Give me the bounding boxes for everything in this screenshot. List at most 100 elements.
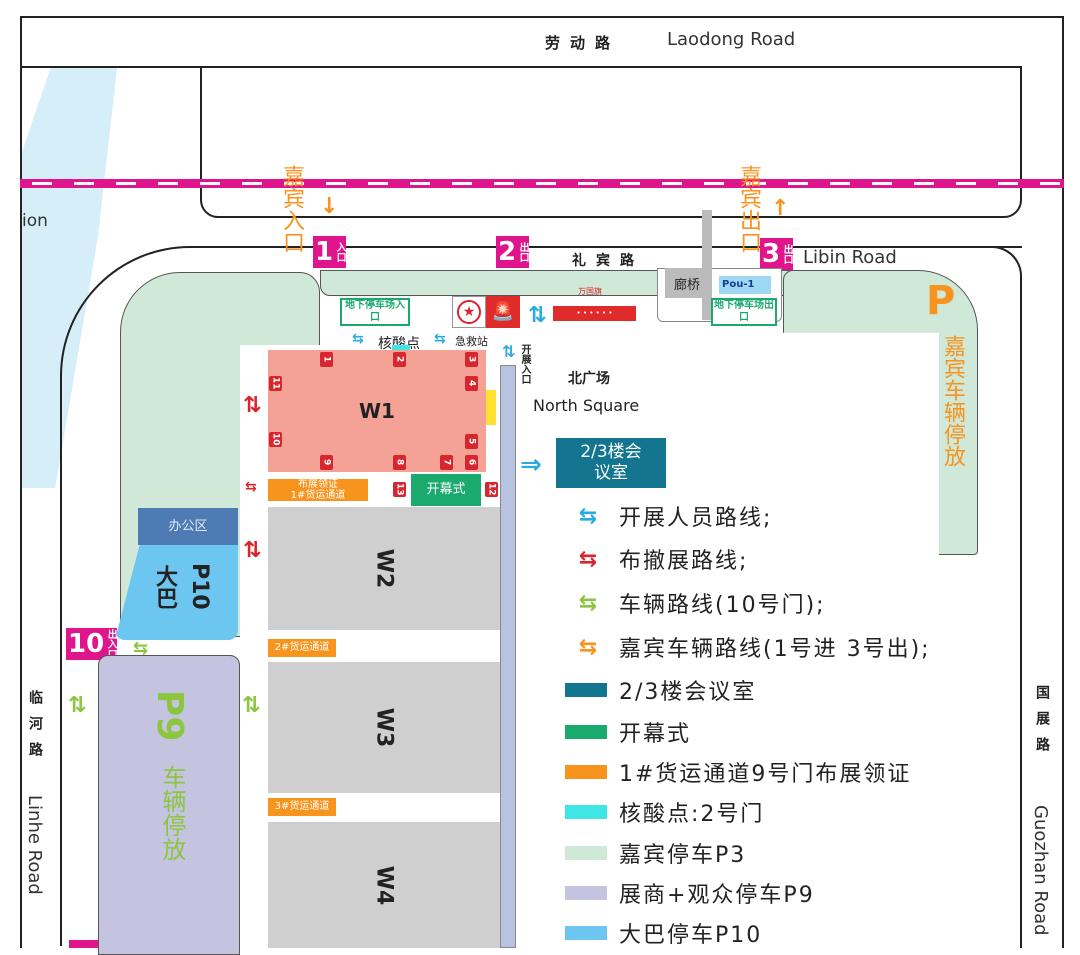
- door-2[interactable]: 2: [393, 352, 406, 367]
- road-name-libin-en: Libin Road: [803, 247, 897, 268]
- hall-w4: W4: [268, 822, 500, 948]
- gate-bottom-partial: [69, 940, 109, 948]
- legend-item: 嘉宾停车P3: [565, 838, 746, 868]
- bridge-label: 廊桥: [674, 278, 701, 293]
- north-square-en: North Square: [533, 396, 640, 415]
- corridor: [500, 365, 516, 948]
- setup-route-arrow-icon: ⇅: [243, 538, 262, 563]
- vip-out-arrow-icon: ↑: [771, 196, 790, 221]
- road-edge: [20, 16, 1064, 18]
- setup-route-arrow-icon: ⇅: [243, 393, 262, 418]
- arrow-icon: ⇆: [578, 634, 597, 660]
- door-11[interactable]: 11: [269, 376, 282, 391]
- road-name-west-en: Linhe Road: [24, 795, 45, 895]
- bridge-pillar: [702, 210, 712, 320]
- hall-w3: W3: [268, 662, 500, 793]
- road-name-east-cn: 国展路: [1034, 685, 1050, 763]
- hall-w2: W2: [268, 507, 500, 630]
- legend-item: 展商+观众停车P9: [565, 878, 815, 908]
- legend-item: 开幕式: [565, 717, 691, 747]
- p10-label: P10: [187, 563, 212, 610]
- door-7[interactable]: 7: [440, 455, 453, 470]
- p9-parking: [98, 655, 240, 955]
- staff-route-arrow-icon: ⇅: [528, 303, 547, 328]
- swatch: [565, 725, 607, 739]
- vip-exit-label: 嘉宾出口: [736, 165, 761, 253]
- door-8[interactable]: 8: [393, 455, 406, 470]
- legend-item: 核酸点:2号门: [565, 797, 764, 827]
- north-square-cn: 北广场: [568, 371, 610, 387]
- legend-item: 1#货运通道9号门布展领证: [565, 757, 911, 787]
- vehicle-route-arrow-icon: ⇅: [68, 693, 87, 718]
- p3-text: 嘉宾车辆停放: [940, 335, 965, 467]
- pou-label: Pou-1: [719, 276, 771, 294]
- legend-item: 大巴停车P10: [565, 918, 762, 948]
- office-area: 办公区: [138, 508, 238, 545]
- firstaid-label: 急救站: [455, 335, 488, 348]
- road-edge: [20, 66, 200, 68]
- vehicle-route-arrow-icon: ⇆: [133, 638, 149, 659]
- flags-area: • • • • • •: [553, 306, 636, 321]
- p9-text: 车辆停放: [158, 765, 186, 861]
- flags-label: 万国旗: [578, 287, 602, 296]
- door-1[interactable]: 1: [320, 352, 333, 367]
- door-13[interactable]: 13: [393, 482, 406, 497]
- swatch: [565, 926, 607, 940]
- cargo-lane-2: 2#货运通道: [268, 639, 336, 657]
- door-5[interactable]: 5: [465, 434, 478, 449]
- legend-item: ⇆嘉宾车辆路线(1号进 3号出);: [565, 632, 931, 663]
- road-name-partial: ion: [22, 211, 48, 231]
- arrow-icon: ⇆: [578, 546, 597, 572]
- swatch: [565, 846, 607, 860]
- road-name-west-cn: 临河路: [27, 690, 43, 768]
- legend-item: ⇆开展人员路线;: [565, 501, 772, 532]
- road-edge: [1062, 16, 1064, 948]
- first-aid-icon: 🚨: [486, 296, 520, 328]
- road-edge: [20, 16, 22, 948]
- setup-route-arrow-icon: ⇆: [245, 479, 257, 495]
- arrow-icon: ⇆: [578, 590, 597, 616]
- road-edge: [238, 246, 1022, 248]
- hall-w1: W1: [268, 350, 486, 472]
- legend-item: ⇆布撤展路线;: [565, 544, 748, 575]
- underground-entry: 地下停车场入口: [340, 298, 410, 326]
- door-12[interactable]: 12: [485, 482, 498, 497]
- p10-bus-label: 大巴: [152, 565, 177, 609]
- meeting-arrow-icon: ⇒: [520, 450, 542, 480]
- vip-entrance-label: 嘉宾入口: [279, 165, 304, 253]
- door-9[interactable]: 9: [320, 455, 333, 470]
- p3-label: P: [926, 278, 956, 324]
- swatch: [565, 683, 607, 697]
- city-block: [200, 66, 1022, 218]
- cargo-lane-3: 3#货运通道: [268, 798, 336, 816]
- staff-route-arrow-icon: ⇆: [434, 331, 446, 347]
- meeting-room: 2/3楼会议室: [556, 438, 666, 488]
- legend-item: ⇆车辆路线(10号门);: [565, 588, 826, 619]
- swatch: [565, 805, 607, 819]
- door-3[interactable]: 3: [465, 352, 478, 367]
- arrow-icon: ⇆: [578, 503, 597, 529]
- open-entry-label: 开展入口: [519, 344, 530, 384]
- underground-exit: 地下停车场出口: [711, 298, 777, 326]
- staff-route-arrow-icon: ⇆: [352, 331, 364, 347]
- legend-item: 2/3楼会议室: [565, 675, 756, 705]
- road-name-libin-cn: 礼宾路: [572, 253, 644, 269]
- p9-label: P9: [149, 690, 190, 742]
- road-name-north-cn: 劳动路: [545, 34, 621, 52]
- swatch: [565, 765, 607, 779]
- police-icon: ★: [452, 296, 486, 328]
- door-4[interactable]: 4: [465, 376, 478, 391]
- door-6[interactable]: 6: [465, 455, 478, 470]
- door-10[interactable]: 10: [269, 432, 282, 447]
- road-name-north-en: Laodong Road: [667, 29, 796, 50]
- vehicle-route-arrow-icon: ⇅: [242, 693, 261, 718]
- opening-ceremony: 开幕式: [411, 474, 481, 506]
- w1-restroom-yellow: [486, 390, 496, 425]
- vip-in-arrow-icon: ↓: [320, 194, 339, 219]
- nucleic-marker: [392, 345, 410, 351]
